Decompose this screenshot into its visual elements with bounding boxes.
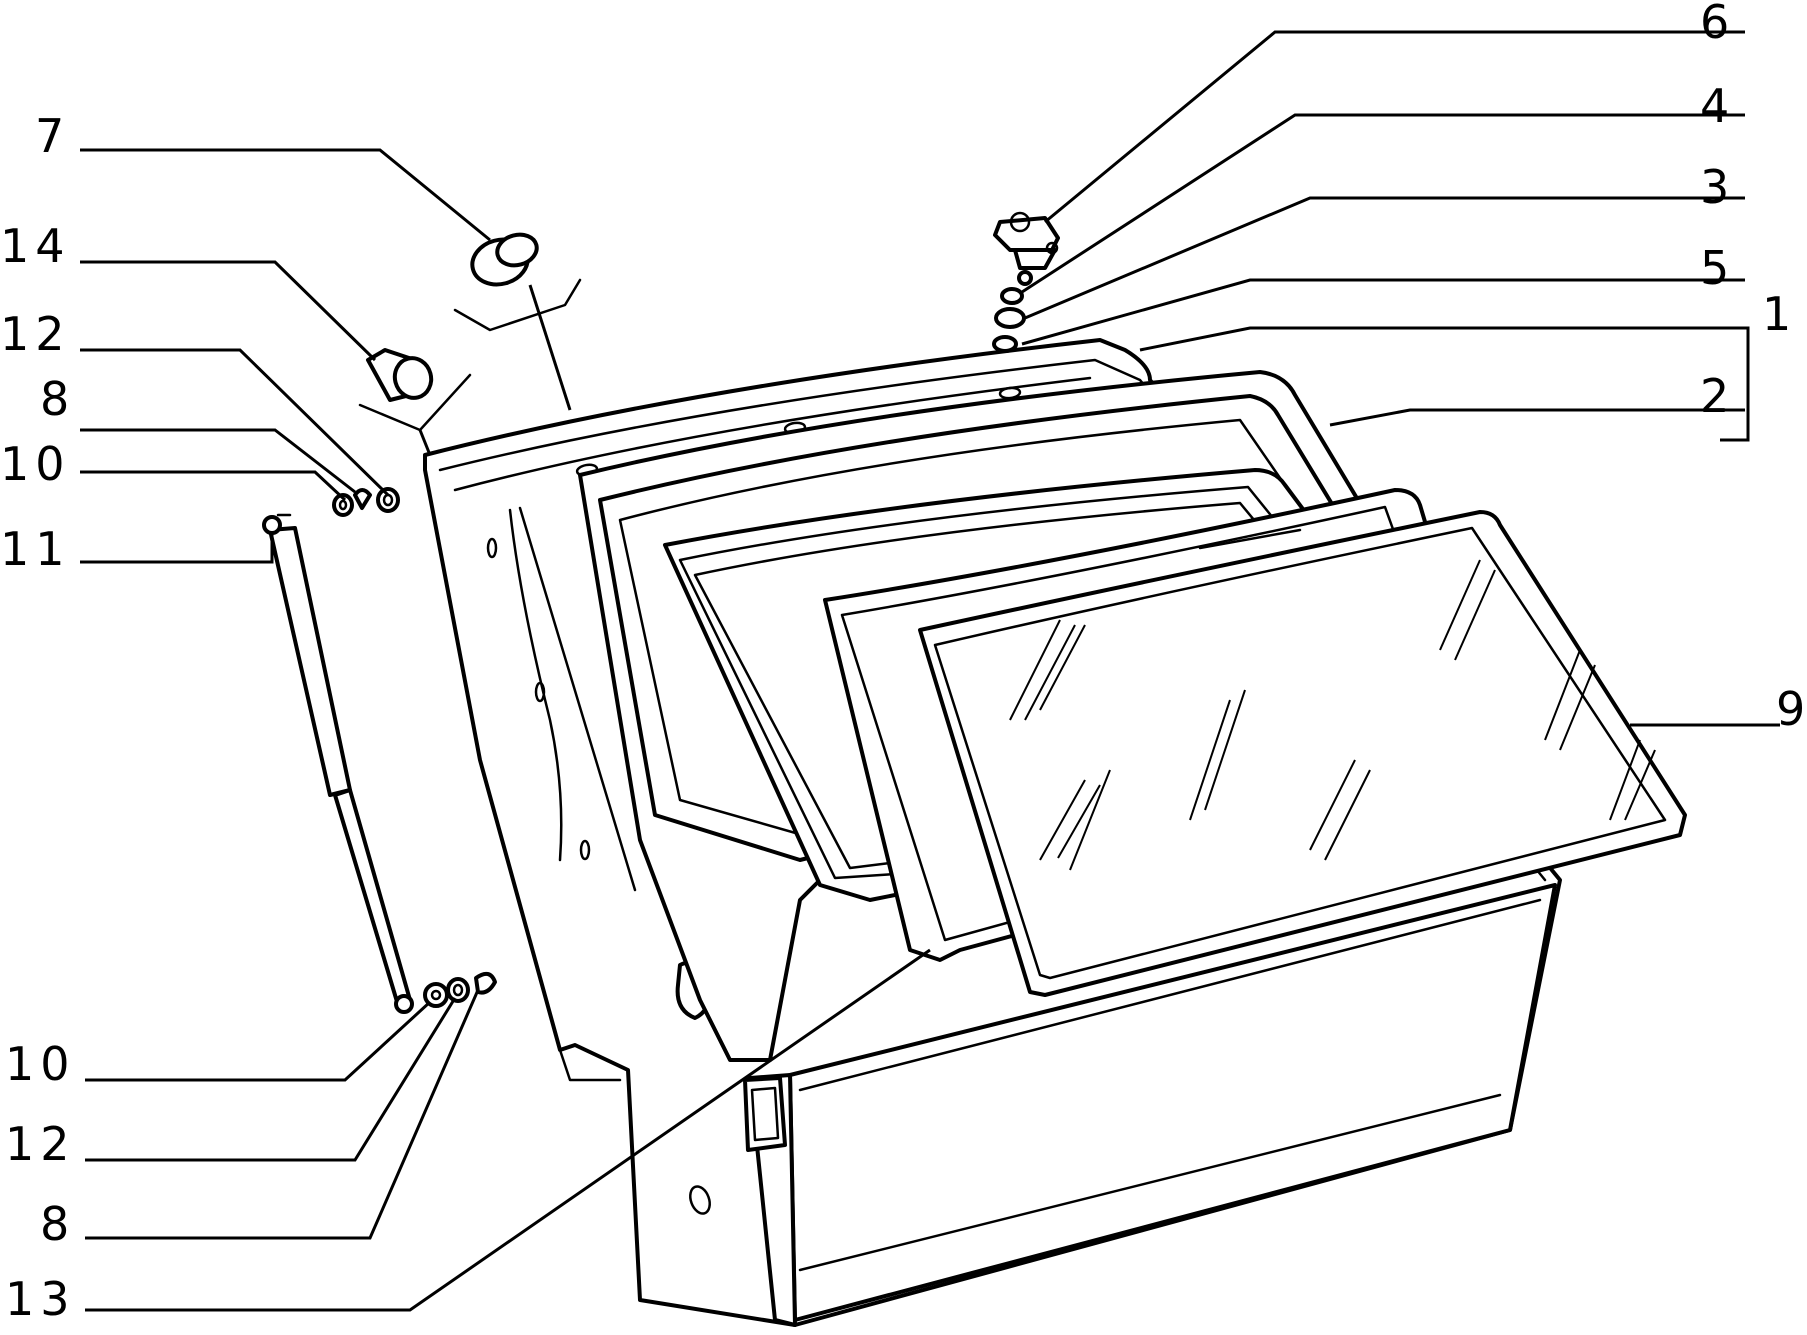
callout-13: 13	[5, 1272, 76, 1326]
callout-8-bottom: 8	[40, 1197, 75, 1251]
hinge	[993, 211, 1060, 286]
callout-9: 9	[1776, 682, 1807, 736]
hinge-washers	[992, 287, 1026, 353]
rubber-bumper	[453, 232, 582, 332]
callout-11: 11	[0, 522, 71, 576]
rear-glass	[918, 510, 1687, 997]
callout-4: 4	[1700, 79, 1735, 133]
callout-3: 3	[1700, 160, 1735, 214]
callout-1: 1	[1762, 287, 1797, 341]
callout-6: 6	[1700, 0, 1735, 49]
callout-2: 2	[1700, 369, 1735, 423]
gas-strut	[262, 513, 414, 1014]
callout-5: 5	[1700, 241, 1735, 295]
glass-reflection-hatches	[1009, 559, 1656, 871]
leader-lines	[80, 30, 1780, 1312]
callout-10-top: 10	[0, 437, 71, 491]
callout-10-bottom: 10	[5, 1037, 76, 1091]
lower-clips	[423, 971, 497, 1008]
callout-7: 7	[35, 109, 70, 163]
callout-12-top: 12	[0, 307, 71, 361]
callout-8-top: 8	[40, 372, 75, 426]
callout-12-bottom: 12	[5, 1117, 76, 1171]
callout-14: 14	[0, 219, 71, 273]
plug-cap	[358, 348, 472, 432]
upper-clips	[332, 487, 400, 517]
